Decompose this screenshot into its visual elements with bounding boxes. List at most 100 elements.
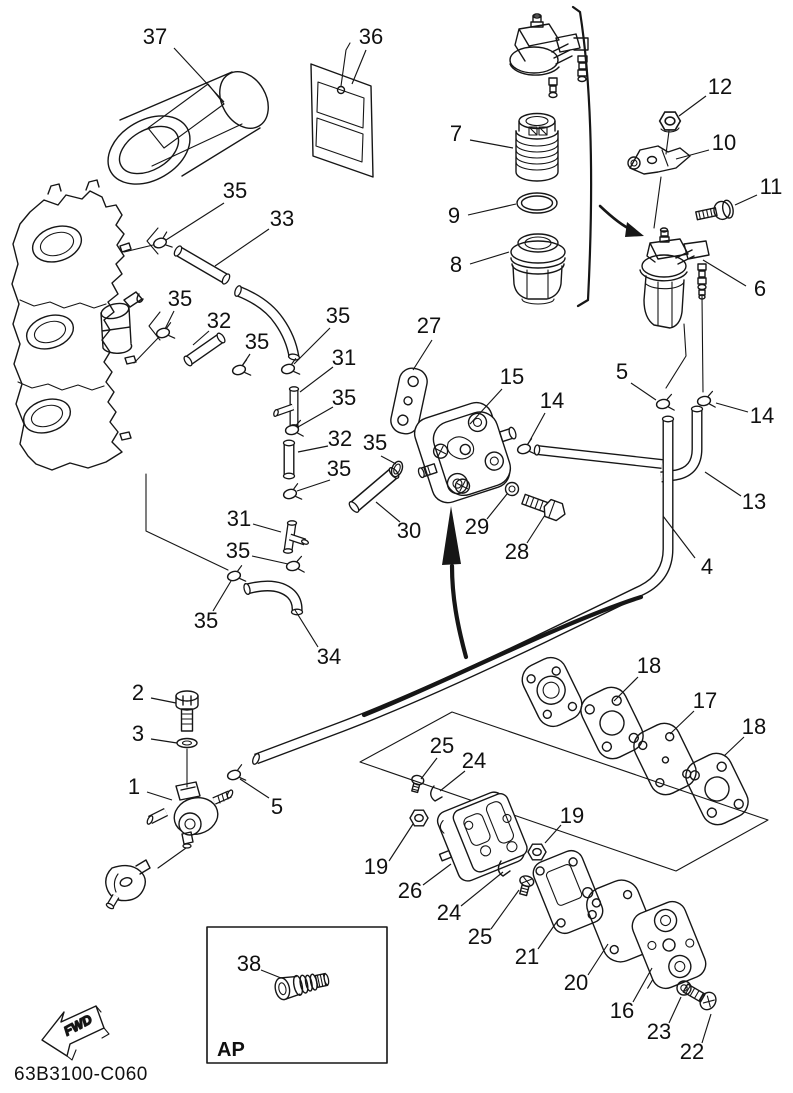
leader-line	[469, 139, 514, 149]
leader-line	[662, 515, 696, 559]
leader-line	[486, 493, 508, 520]
leader-line	[192, 330, 210, 346]
hose-13	[660, 405, 704, 483]
leader-line	[294, 609, 319, 648]
hose-4	[252, 415, 675, 765]
callout-36: 36	[359, 24, 383, 49]
callout-4: 4	[701, 554, 713, 579]
group-bracket	[571, 5, 644, 308]
callout-32: 32	[207, 308, 231, 333]
callout-28: 28	[505, 539, 529, 564]
callout-35: 35	[168, 286, 192, 311]
callout-18: 18	[742, 714, 766, 739]
callout-23: 23	[647, 1019, 671, 1044]
callout-31: 31	[332, 345, 356, 370]
callout-11: 11	[760, 174, 783, 199]
leader-line	[212, 580, 232, 612]
leader-line	[412, 339, 433, 371]
mount-bracket	[627, 130, 691, 229]
fuel-pump	[413, 401, 517, 504]
t-fitting-upper	[273, 386, 300, 430]
leader-line	[469, 388, 503, 425]
leader-line	[469, 251, 510, 265]
pump-cover-16	[631, 900, 707, 990]
engine-block	[11, 179, 229, 571]
leader-line	[375, 501, 401, 523]
callout-30: 30	[397, 518, 421, 543]
leader-line	[701, 1013, 712, 1044]
leader-line	[734, 194, 758, 206]
callout-17: 17	[693, 688, 717, 713]
callout-37: 37	[143, 24, 167, 49]
leader-line	[239, 778, 270, 799]
callout-3: 3	[132, 721, 144, 746]
leader-line	[527, 412, 546, 445]
leader-line	[146, 791, 173, 801]
leader-line	[669, 710, 695, 735]
carb-pump-body	[436, 791, 528, 882]
o-ring-small	[390, 460, 404, 478]
leader-line	[675, 149, 710, 160]
leader-line	[251, 555, 289, 565]
leader-line	[293, 327, 331, 365]
leader-line	[214, 228, 270, 267]
leader-line	[297, 406, 334, 428]
callout-5: 5	[616, 359, 628, 384]
callout-33: 33	[270, 206, 294, 231]
t-fitting-lower	[282, 520, 310, 554]
hose-curved	[234, 285, 301, 361]
screw-22	[682, 983, 717, 1011]
leader-line	[544, 824, 562, 844]
leader-line	[165, 202, 225, 241]
hose-34	[243, 580, 304, 616]
tube-30	[348, 467, 400, 513]
leader-line	[613, 676, 639, 702]
callout-24: 24	[437, 900, 461, 925]
leader-line	[678, 95, 707, 117]
callout-35: 35	[326, 303, 350, 328]
callout-8: 8	[450, 252, 462, 277]
callout-32: 32	[328, 426, 352, 451]
callout-20: 20	[564, 970, 588, 995]
leader-line	[296, 479, 331, 492]
carb-gasket-18a	[580, 686, 644, 760]
leader-line	[351, 49, 367, 85]
nut	[658, 111, 682, 133]
ap-inset-box: AP	[206, 926, 388, 1064]
bolt-vertical	[175, 690, 199, 732]
callout-27: 27	[417, 313, 441, 338]
callout-2: 2	[132, 680, 144, 705]
leader-line	[439, 770, 466, 792]
hose-horizontal	[533, 444, 663, 469]
callout-9: 9	[448, 203, 460, 228]
leader-line	[702, 259, 747, 287]
fuel-filter-assembly	[639, 227, 710, 393]
callout-6: 6	[754, 276, 766, 301]
leader-line	[723, 736, 745, 757]
flange-phantom	[521, 656, 583, 728]
screw-25b	[519, 875, 535, 897]
callout-21: 21	[515, 944, 539, 969]
tube-32-upper	[183, 332, 226, 367]
callout-7: 7	[450, 121, 462, 146]
leader-line	[380, 455, 397, 465]
cock-lever	[105, 859, 151, 910]
leader-line	[467, 203, 517, 216]
leader-line	[420, 757, 438, 780]
callout-22: 22	[680, 1039, 704, 1064]
callout-14: 14	[540, 388, 564, 413]
fwd-arrow: FWD	[41, 1005, 110, 1061]
tube-32-lower	[282, 439, 296, 480]
leader-line	[388, 823, 414, 862]
callout-31: 31	[227, 506, 251, 531]
leader-line	[297, 445, 329, 453]
callout-18: 18	[637, 653, 661, 678]
assembly-arrow	[361, 506, 644, 718]
leader-line	[260, 969, 282, 979]
callout-12: 12	[708, 74, 732, 99]
leader-line	[587, 943, 609, 976]
screw	[695, 199, 734, 221]
fuel-pump-head-assembly	[509, 13, 589, 99]
